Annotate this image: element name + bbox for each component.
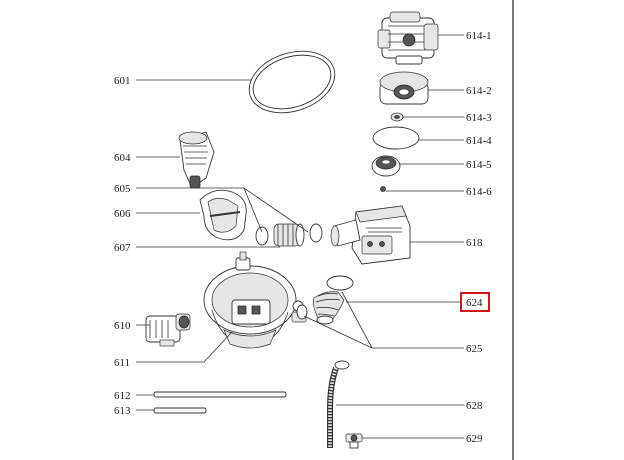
label-607: 607 [114,242,131,254]
part-labels: 601 604 605 606 607 610 611 612 613 614-… [114,30,492,445]
part-618-heater-chamber [330,205,411,265]
label-612: 612 [114,390,131,402]
label-629: 629 [466,433,483,445]
part-614-2-pump-housing [379,71,429,105]
leader-lines [136,34,464,439]
label-605: 605 [114,183,131,195]
label-610: 610 [114,320,131,332]
part-629-valve [345,433,363,449]
part-611-sump-housing [203,251,307,349]
highlight-box-624 [460,292,490,312]
part-604-filter-valve [178,131,215,189]
part-614-6-pin [380,186,386,192]
label-604: 604 [114,152,131,164]
part-606-seal-frame [199,189,247,241]
part-601-gasket-ring [248,50,336,114]
part-614-1-motor [377,11,439,65]
part-612-rod [153,391,287,398]
part-610-drain-pump [145,313,191,347]
label-606: 606 [114,208,131,220]
part-605-607-couplings [255,223,323,247]
part-613-rod [153,407,207,414]
label-601: 601 [114,75,131,87]
part-614-5-impeller [371,155,401,177]
label-618: 618 [466,237,483,249]
label-614-2: 614-2 [466,85,492,97]
label-614-3: 614-3 [466,112,492,124]
label-614-5: 614-5 [466,159,492,171]
part-624-elbow-hose [313,275,354,325]
label-625: 625 [466,343,483,355]
label-614-4: 614-4 [466,135,492,147]
part-625-clamp [296,304,308,320]
label-611: 611 [114,357,130,369]
label-613: 613 [114,405,131,417]
part-614-3-nut [390,112,404,122]
part-614-4-o-ring [372,126,420,150]
label-614-1: 614-1 [466,30,492,42]
label-624: 624 [466,297,483,309]
label-628: 628 [466,400,483,412]
label-614-6: 614-6 [466,186,492,198]
part-628-drain-hose [327,360,350,448]
